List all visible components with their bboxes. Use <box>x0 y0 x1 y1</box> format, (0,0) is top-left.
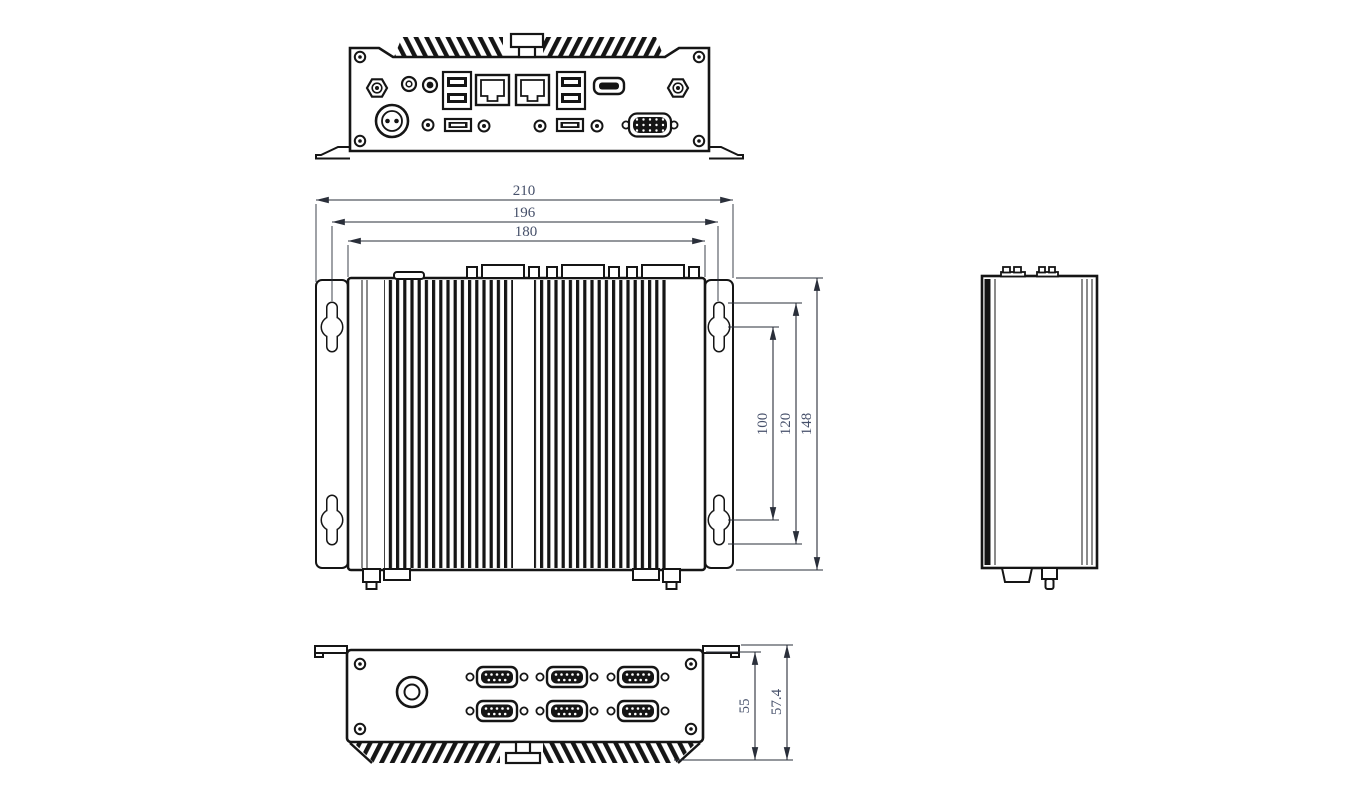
antenna-connector-icon <box>666 78 690 98</box>
dimension-body-width: 180 <box>347 224 706 277</box>
lan-rj45-port-icon <box>474 73 511 107</box>
bottom-edge-connectors <box>362 568 681 590</box>
heatsink-fins <box>384 280 513 568</box>
dim-120-label: 120 <box>778 413 794 436</box>
audio-jack-icon <box>395 675 429 709</box>
heatsink-fins <box>534 280 668 568</box>
dim-210-label: 210 <box>513 183 536 199</box>
side-chassis-outline <box>980 274 1099 570</box>
dim-100-label: 100 <box>755 413 771 436</box>
front-heatsink-fins <box>349 740 701 765</box>
dimension-mount-hole-spacing-y: 100 <box>728 326 779 521</box>
screw-icon <box>692 50 706 64</box>
usb-port-icon <box>555 117 585 133</box>
screw-icon <box>353 50 367 64</box>
rear-heatsink-fins <box>394 32 664 59</box>
antenna-connector-icon <box>365 78 389 98</box>
screw-icon <box>684 657 698 671</box>
rear-foot-right <box>709 146 744 160</box>
usb-port-icon <box>443 117 473 133</box>
dimension-mount-slot-span-y: 120 <box>728 302 802 545</box>
dual-usb-port-icon <box>441 70 473 111</box>
rear-panel-view <box>315 32 744 160</box>
audio-jack-icon <box>477 119 491 133</box>
power-din-connector-icon <box>374 103 410 139</box>
front-mount-tabs <box>314 645 740 658</box>
audio-jack-icon <box>533 119 547 133</box>
power-button-icon <box>400 75 418 93</box>
rear-foot-left <box>315 146 350 160</box>
heatsink-t-bar <box>504 751 542 765</box>
screw-icon <box>353 657 367 671</box>
dimension-body-height: 55 <box>674 651 793 761</box>
dimension-mount-hole-spacing-x: 196 <box>331 205 719 301</box>
dim-57-4-label: 57.4 <box>769 688 785 715</box>
screw-icon <box>353 134 367 148</box>
top-edge-connectors <box>393 264 700 280</box>
side-bottom-connectors <box>1000 567 1058 590</box>
side-view <box>980 266 1099 590</box>
dim-55-label: 55 <box>737 699 753 714</box>
front-panel-view <box>314 645 740 765</box>
heatsink-t-bar <box>509 32 545 49</box>
dimension-overall-width: 210 <box>315 183 734 282</box>
side-front-plate <box>984 279 991 565</box>
audio-jack-icon <box>421 118 435 132</box>
vga-port-icon <box>621 112 679 138</box>
lan-rj45-port-icon <box>514 73 551 107</box>
dimension-overall-height: 57.4 <box>741 644 793 760</box>
audio-jack-icon <box>590 119 604 133</box>
reset-button-icon <box>421 76 439 94</box>
screw-icon <box>684 722 698 736</box>
dim-180-label: 180 <box>515 224 538 240</box>
screw-icon <box>353 722 367 736</box>
hdmi-port-icon <box>592 76 626 96</box>
side-top-connectors <box>1000 266 1059 278</box>
top-view <box>315 264 734 590</box>
dual-usb-port-icon <box>555 70 587 111</box>
dim-196-label: 196 <box>513 205 536 221</box>
dim-148-label: 148 <box>799 413 815 436</box>
screw-icon <box>692 134 706 148</box>
dimension-body-depth: 148 <box>736 277 823 571</box>
